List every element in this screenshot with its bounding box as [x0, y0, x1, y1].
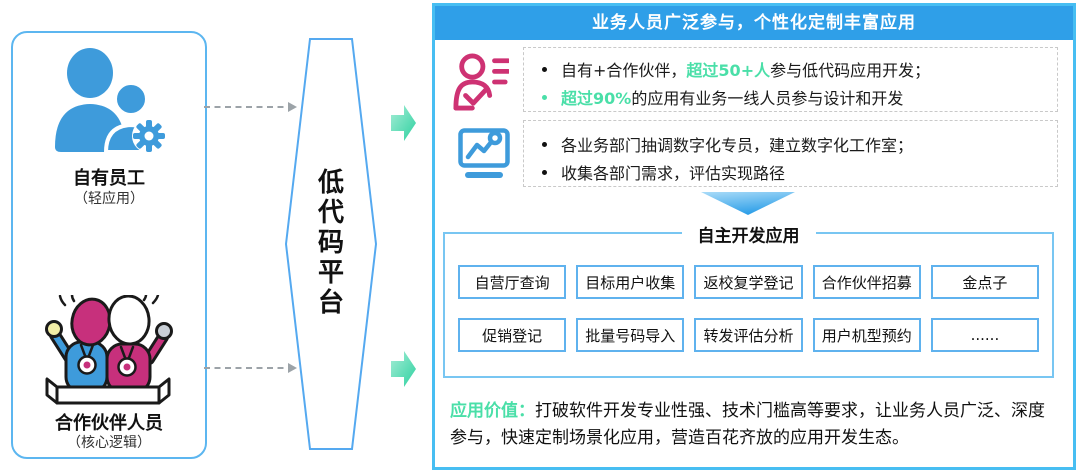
bullet-prefix: 自有+合作伙伴，	[561, 61, 687, 80]
app-button[interactable]: 合作伙伴招募	[812, 265, 921, 299]
workshop-bullet-1: 各业务部门抽调数字化专员，建立数字化工作室；	[538, 130, 1057, 158]
value-label: 应用价值：	[450, 401, 535, 421]
bullet-dot	[542, 169, 547, 175]
partner-staff-label: 合作伙伴人员	[55, 413, 163, 434]
result-panel: 业务人员广泛参与，个性化定制丰富应用 自有+合作伙伴，超过50+人参与低代码应用…	[432, 3, 1076, 470]
app-button[interactable]: 批量号码导入	[576, 318, 685, 352]
stat-bullet-2: 超过90%的应用有业务一线人员参与设计和开发	[538, 83, 1057, 111]
bullet-dot	[542, 94, 547, 100]
apps-row-2: 促销登记 批量号码导入 转发评估分析 用户机型预约 ......	[458, 318, 1040, 352]
apps-box-title: 自主开发应用	[681, 221, 816, 247]
own-staff-sublabel: （轻应用）	[74, 191, 144, 207]
platform-label: 低代码平台	[317, 168, 344, 318]
flow-arrow-top-icon	[391, 105, 416, 141]
dashed-arrow-bottom	[204, 363, 297, 373]
app-button[interactable]: 目标用户收集	[576, 265, 685, 299]
flow-arrow-bottom-icon	[391, 351, 416, 387]
monitor-trend-icon	[458, 128, 510, 178]
dashed-arrow-top	[204, 102, 297, 112]
application-value-text: 应用价值：打破软件开发专业性强、技术门槛高等要求，让业务人员广泛、深度参与，快速…	[450, 398, 1058, 452]
bullet-dot	[542, 141, 547, 147]
down-arrow-icon	[701, 192, 795, 215]
bullet-dot	[542, 66, 547, 72]
bullet-highlight: 超过90%	[561, 89, 632, 108]
workshop-bullet-2: 收集各部门需求，评估实现路径	[538, 158, 1057, 186]
value-body: 打破软件开发专业性强、技术门槛高等要求，让业务人员广泛、深度参与，快速定制场景化…	[450, 401, 1045, 448]
app-button[interactable]: 促销登记	[458, 318, 567, 352]
partner-staff-sublabel: （核心逻辑）	[67, 435, 151, 451]
bullet-text: 各业务部门抽调数字化专员，建立数字化工作室；	[561, 136, 914, 155]
person-checklist-icon	[453, 53, 509, 111]
app-button[interactable]: 返校复学登记	[694, 265, 803, 299]
app-button[interactable]: 自营厅查询	[458, 265, 567, 299]
team-gear-icon	[55, 48, 166, 153]
workshop-box: 各业务部门抽调数字化专员，建立数字化工作室； 收集各部门需求，评估实现路径	[523, 120, 1058, 187]
bullet-highlight: 超过50+人	[686, 61, 771, 80]
own-staff-label: 自有员工	[73, 168, 145, 189]
participation-stats-box: 自有+合作伙伴，超过50+人参与低代码应用开发； 超过90%的应用有业务一线人员…	[523, 47, 1058, 112]
bullet-suffix: 参与低代码应用开发；	[770, 61, 931, 80]
stat-bullet-1: 自有+合作伙伴，超过50+人参与低代码应用开发；	[538, 55, 1057, 83]
partners-icon	[45, 295, 173, 405]
app-button[interactable]: 金点子	[930, 265, 1040, 299]
bullet-text: 收集各部门需求，评估实现路径	[561, 164, 786, 183]
bullet-suffix: 的应用有业务一线人员参与设计和开发	[631, 89, 904, 108]
apps-row-1: 自营厅查询 目标用户收集 返校复学登记 合作伙伴招募 金点子	[458, 265, 1040, 299]
self-developed-apps-box: 自主开发应用 自营厅查询 目标用户收集 返校复学登记 合作伙伴招募 金点子 促销…	[443, 221, 1054, 378]
staff-group-box: 自有员工 （轻应用）	[11, 31, 207, 459]
app-button[interactable]: ......	[930, 318, 1040, 352]
app-button[interactable]: 用户机型预约	[812, 318, 921, 352]
panel-header: 业务人员广泛参与，个性化定制丰富应用	[435, 6, 1073, 40]
platform-hexagon	[285, 38, 377, 450]
app-button[interactable]: 转发评估分析	[694, 318, 803, 352]
